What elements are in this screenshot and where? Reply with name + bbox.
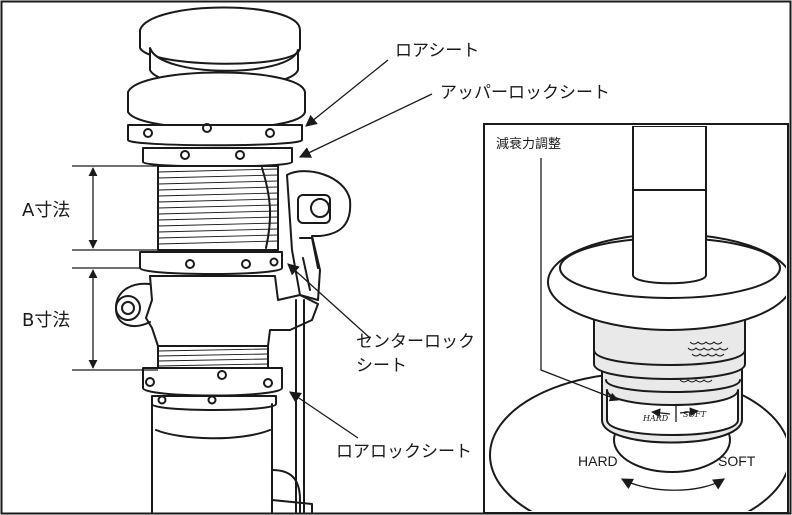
- adjuster-dial: [606, 389, 739, 436]
- label-center-lock-seat-line2: シート: [356, 356, 407, 376]
- bracket-body: [145, 275, 319, 347]
- label-center-lock-seat: センターロック シート: [356, 330, 475, 378]
- dimension-b: [72, 267, 158, 371]
- coilover-illustration: [114, 6, 352, 513]
- inset-title: 減衰力調整: [496, 137, 562, 152]
- hard-soft-rotation-arrow: [620, 478, 725, 491]
- dial-mark-soft: SOFT: [683, 410, 706, 419]
- dimension-a: [72, 165, 158, 251]
- damper-body-upper: [593, 319, 746, 380]
- spring-coil-top: [139, 6, 301, 65]
- spring-coil-lower: [127, 71, 306, 130]
- lower-seat-ring: [127, 124, 303, 147]
- label-upper-lock-seat: アッパーロックシート: [440, 83, 610, 103]
- mount-nut: [297, 194, 331, 224]
- label-lower-lock-seat: ロアロックシート: [336, 442, 472, 462]
- dial-mark-hard: HARD: [643, 414, 669, 423]
- threaded-body-upper: [157, 165, 279, 251]
- damper-rod: [632, 189, 707, 285]
- center-lock-seat-ring: [139, 251, 283, 275]
- label-center-lock-seat-line1: センターロック: [356, 332, 475, 352]
- label-hard: HARD: [578, 453, 618, 469]
- label-dimension-a: A寸法: [22, 200, 71, 221]
- leader-lower-lock-seat: [289, 391, 359, 439]
- knuckle-mount: [286, 170, 352, 301]
- label-dimension-b: B寸法: [22, 310, 71, 331]
- leader-upper-lock-seat: [298, 93, 433, 158]
- thread-lines-upper: [157, 168, 279, 245]
- leader-center-lock-seat: [287, 263, 371, 339]
- hard-arrow-small: [651, 408, 671, 418]
- soft-arrow-small: [679, 407, 699, 417]
- leader-lower-seat: [305, 59, 389, 127]
- damping-inset: [483, 123, 789, 514]
- label-soft: SOFT: [718, 453, 756, 469]
- upper-lock-seat-ring: [142, 147, 293, 168]
- label-lower-seat: ロアシート: [395, 41, 480, 61]
- adjuster-bolt: [115, 295, 141, 321]
- lower-lock-seat-ring: [142, 367, 283, 397]
- leader-damping: [540, 158, 619, 402]
- knurl-marks: [679, 341, 729, 383]
